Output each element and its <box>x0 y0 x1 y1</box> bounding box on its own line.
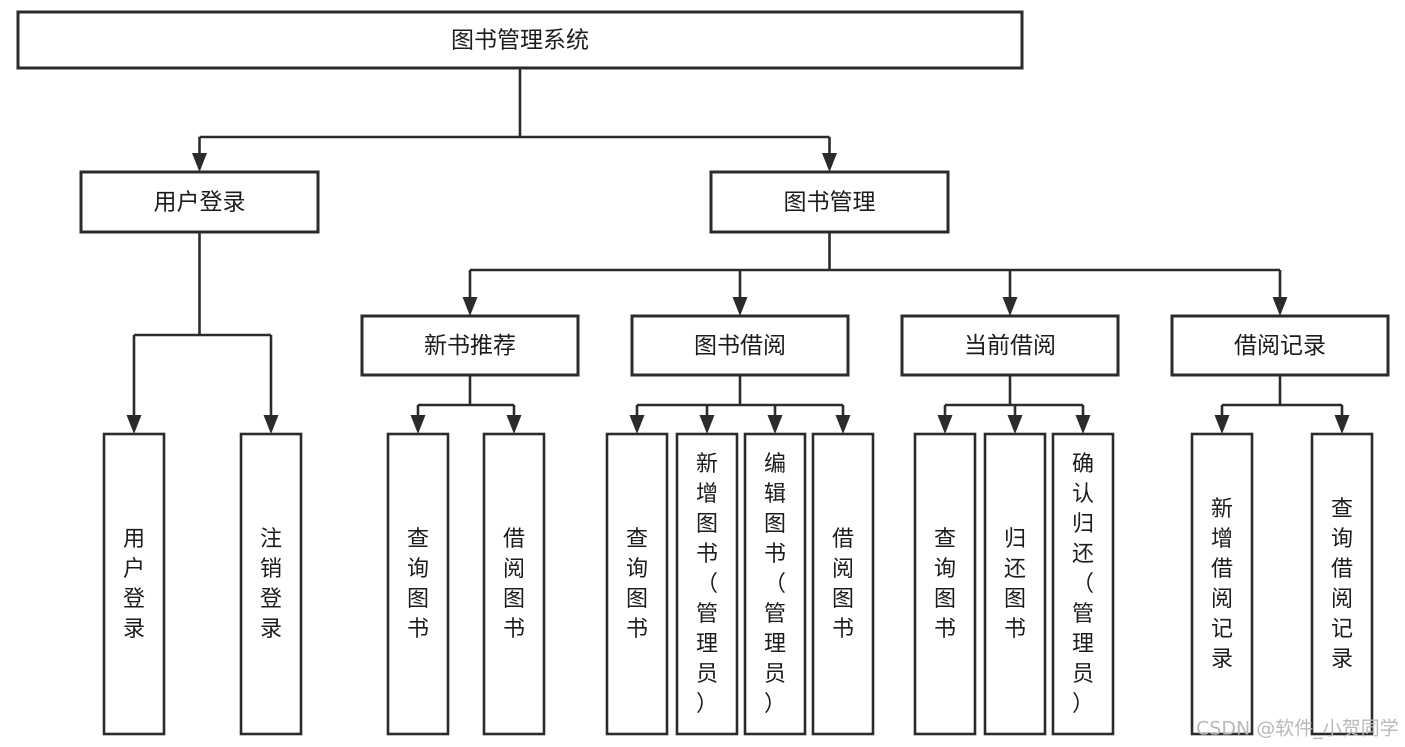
arrowhead-icon <box>462 297 478 316</box>
arrowhead-icon <box>192 153 207 172</box>
node-level3-4[interactable]: 借阅记录 <box>1170 314 1390 377</box>
node-leaf-12[interactable]: 新增借阅记录 <box>1190 432 1254 736</box>
node-leaf-3[interactable]: 查询图书 <box>386 432 450 736</box>
node-box[interactable] <box>983 432 1047 736</box>
arrowhead-icon <box>263 415 279 434</box>
node-label: 新增借阅记录 <box>1211 497 1233 672</box>
node-box[interactable] <box>743 432 807 736</box>
node-box[interactable] <box>360 314 580 377</box>
arrowhead-icon <box>1214 415 1230 434</box>
node-box[interactable] <box>79 170 320 234</box>
arrowhead-icon <box>1272 297 1288 316</box>
arrowhead-icon <box>506 415 522 434</box>
node-label: 用户登录 <box>123 527 145 642</box>
arrowhead-icon <box>629 415 645 434</box>
watermark-label: CSDN @软件_小贺同学 <box>1196 718 1399 740</box>
node-level2-1[interactable]: 用户登录 <box>79 170 320 234</box>
node-box[interactable] <box>1310 432 1374 736</box>
node-leaf-4[interactable]: 借阅图书 <box>482 432 546 736</box>
node-label: 查询图书 <box>934 527 956 642</box>
nodes-layer: 图书管理系统用户登录图书管理新书推荐图书借阅当前借阅借阅记录用户登录注销登录查询… <box>16 10 1390 736</box>
arrowhead-icon <box>1075 415 1091 434</box>
node-box[interactable] <box>675 432 739 736</box>
node-box[interactable] <box>239 432 303 736</box>
arrowhead-icon <box>732 297 748 316</box>
node-label: 借阅图书 <box>503 527 525 642</box>
node-label: 图书借阅 <box>694 333 786 359</box>
node-label: 查询图书 <box>407 527 429 642</box>
node-box[interactable] <box>605 432 669 736</box>
node-root-1[interactable]: 图书管理系统 <box>16 10 1024 70</box>
node-box[interactable] <box>102 432 166 736</box>
node-label: 新书推荐 <box>424 333 516 359</box>
node-level3-2[interactable]: 图书借阅 <box>630 314 850 377</box>
node-leaf-10[interactable]: 归还图书 <box>983 432 1047 736</box>
node-label: 注销登录 <box>260 527 282 642</box>
node-leaf-2[interactable]: 注销登录 <box>239 432 303 736</box>
arrowhead-icon <box>410 415 426 434</box>
node-label: 查询图书 <box>626 527 648 642</box>
node-label: 借阅记录 <box>1234 333 1326 359</box>
node-box[interactable] <box>630 314 850 377</box>
arrowhead-icon <box>699 415 715 434</box>
arrowhead-icon <box>937 415 953 434</box>
node-leaf-8[interactable]: 借阅图书 <box>811 432 875 736</box>
arrowhead-icon <box>835 415 851 434</box>
node-box[interactable] <box>16 10 1024 70</box>
node-leaf-6[interactable]: 新增图书（管理员） <box>675 432 739 736</box>
node-leaf-13[interactable]: 查询借阅记录 <box>1310 432 1374 736</box>
node-box[interactable] <box>386 432 450 736</box>
node-box[interactable] <box>913 432 977 736</box>
node-box[interactable] <box>1190 432 1254 736</box>
arrowhead-icon <box>1334 415 1350 434</box>
node-leaf-7[interactable]: 编辑图书（管理员） <box>743 432 807 736</box>
connectors-layer <box>126 68 1350 434</box>
node-box[interactable] <box>482 432 546 736</box>
arrowhead-icon <box>767 415 783 434</box>
node-level3-3[interactable]: 当前借阅 <box>900 314 1120 377</box>
node-label: 确认归还（管理员） <box>1072 452 1094 717</box>
node-leaf-5[interactable]: 查询图书 <box>605 432 669 736</box>
node-leaf-1[interactable]: 用户登录 <box>102 432 166 736</box>
node-label: 归还图书 <box>1004 527 1026 642</box>
node-leaf-9[interactable]: 查询图书 <box>913 432 977 736</box>
arrowhead-icon <box>126 415 142 434</box>
node-box[interactable] <box>709 170 950 234</box>
node-box[interactable] <box>1170 314 1390 377</box>
node-label: 图书管理系统 <box>451 28 589 54</box>
node-label: 编辑图书（管理员） <box>764 452 786 717</box>
node-label: 借阅图书 <box>832 527 854 642</box>
node-label: 图书管理 <box>784 190 876 216</box>
node-box[interactable] <box>900 314 1120 377</box>
node-box[interactable] <box>811 432 875 736</box>
node-leaf-11[interactable]: 确认归还（管理员） <box>1051 432 1115 736</box>
node-label: 当前借阅 <box>964 333 1056 359</box>
arrowhead-icon <box>1002 297 1018 316</box>
node-level2-2[interactable]: 图书管理 <box>709 170 950 234</box>
node-label: 查询借阅记录 <box>1331 497 1353 672</box>
node-label: 新增图书（管理员） <box>696 452 718 717</box>
node-label: 用户登录 <box>154 190 246 216</box>
node-level3-1[interactable]: 新书推荐 <box>360 314 580 377</box>
node-box[interactable] <box>1051 432 1115 736</box>
arrowhead-icon <box>822 153 837 172</box>
arrowhead-icon <box>1007 415 1023 434</box>
